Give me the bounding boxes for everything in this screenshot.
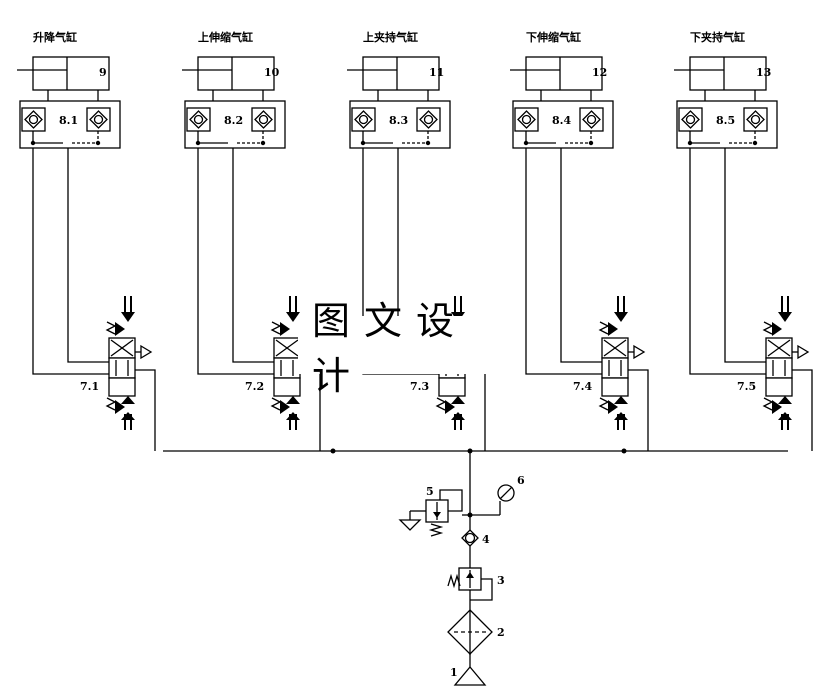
throttle-right [251,107,276,132]
valve-number: 7.5 [737,380,756,393]
block-number: 8.5 [716,114,735,127]
relief-valve: 5 [398,485,473,537]
cylinder-title: 上伸缩气缸 [198,30,253,44]
pressure-regulator: 3 [447,567,505,601]
cylinder-title: 升降气缸 [33,30,77,44]
throttle-left [351,107,376,132]
directional-valve [105,296,156,451]
filter-label: 2 [497,626,505,639]
pressure-gauge: 6 [470,474,525,516]
cylinder-unit-4: 下伸缩气缸 12 8.4 7.4 [510,30,649,451]
directional-valve [762,296,813,451]
cylinder-unit-2: 上伸缩气缸 10 8.2 7.2 [182,30,321,451]
valve-number: 7.1 [80,380,99,393]
directional-valve [598,296,649,451]
block-number: 8.2 [224,114,243,127]
throttle-left [21,107,46,132]
valve-number: 7.2 [245,380,264,393]
cylinder-body [525,56,603,91]
air-source: 1 [450,654,487,686]
gauge-label: 6 [517,474,525,487]
air-filter: 2 [447,609,505,655]
cylinder-body [197,56,275,91]
supply-line-b [724,148,766,363]
block-number: 8.3 [389,114,408,127]
cylinder-unit-5: 下夹持气缸 13 8.5 7.5 [674,30,813,451]
relief-valve-label: 5 [426,485,434,498]
throttle-left [514,107,539,132]
cylinder-number: 12 [592,66,607,79]
throttle-right [579,107,604,132]
throttle-left [678,107,703,132]
throttle-right [743,107,768,132]
cylinder-body [689,56,767,91]
watermark: 图文设计 [298,299,516,398]
valve-number: 7.3 [410,380,429,393]
block-number: 8.1 [59,114,78,127]
cylinder-number: 10 [264,66,280,79]
valve-number: 7.4 [573,380,592,393]
supply-line-b [232,148,274,363]
cylinder-number: 13 [756,66,771,79]
cylinder-unit-1: 升降气缸 9 8.1 7.1 [17,30,156,451]
supply-line-a [362,148,439,375]
cylinder-number: 9 [99,66,107,79]
cylinder-number: 11 [429,66,444,79]
check-valve-label: 4 [482,533,490,546]
block-number: 8.4 [552,114,571,127]
cylinder-title: 上夹持气缸 [363,30,418,44]
supply-line-a [32,148,109,375]
source-label: 1 [450,666,458,679]
regulator-label: 3 [497,574,505,587]
throttle-left [186,107,211,132]
cylinder-body [362,56,440,91]
supply-line-b [560,148,602,363]
cylinder-title: 下夹持气缸 [690,30,745,44]
cylinder-body [32,56,110,91]
supply-line-a [689,148,766,375]
cylinder-title: 下伸缩气缸 [526,30,581,44]
supply-line-a [525,148,602,375]
supply-line-b [67,148,109,363]
throttle-right [86,107,111,132]
throttle-right [416,107,441,132]
check-valve: 4 [461,529,490,547]
cylinder-unit-3: 上夹持气缸 11 8.3 7.3 [347,30,486,451]
supply-line-a [197,148,274,375]
